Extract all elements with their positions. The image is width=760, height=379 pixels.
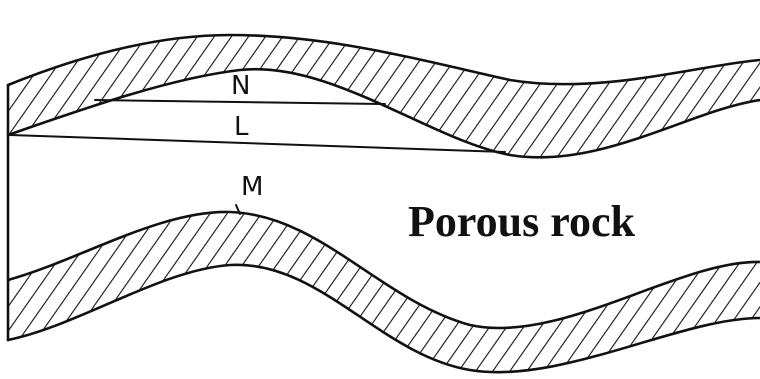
upper-layer-bottom-boundary <box>6 67 760 159</box>
porous-rock-label: Porous rock <box>408 197 635 246</box>
lower-base-rock-layer <box>8 211 760 373</box>
label-m: M <box>241 172 263 202</box>
gas-oil-interface-line <box>94 99 386 105</box>
upper-layer-top-boundary <box>6 33 760 87</box>
oil-water-interface-line <box>9 134 506 153</box>
lower-layer-top-boundary <box>6 210 760 330</box>
label-l: L <box>234 112 249 142</box>
m-label-tick <box>235 204 241 215</box>
upper-cap-rock-layer <box>8 35 760 158</box>
label-n: N <box>231 71 250 101</box>
lower-layer-bottom-boundary <box>6 263 760 374</box>
